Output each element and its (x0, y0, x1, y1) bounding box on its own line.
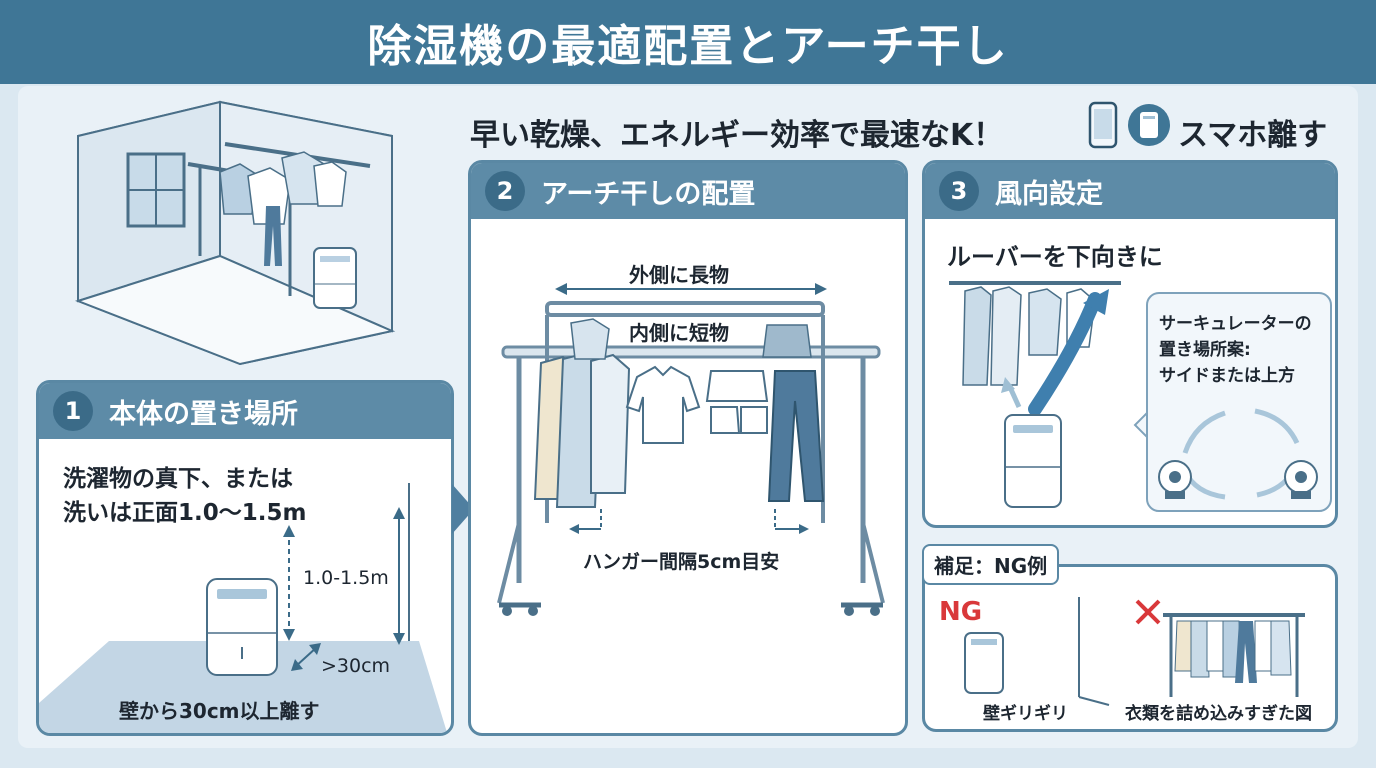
long-garment-icon (533, 351, 631, 508)
section-3-number: 3 (939, 171, 979, 211)
dehumidifier-icon (964, 632, 1004, 694)
dehumidifier-icon (1004, 414, 1062, 508)
shirt-icon (625, 365, 701, 444)
page-header: 除湿機の最適配置とアーチ干し (0, 0, 1376, 84)
section-3-card: 3 風向設定 ルーバーを下向きに (922, 160, 1338, 528)
close-icon (1135, 599, 1161, 625)
section-1-header: 1 本体の置き場所 (39, 383, 451, 439)
crowded-rack-icon (1163, 613, 1305, 697)
section-2-card: 2 アーチ干しの配置 外側に長物 内側に短物 (468, 160, 908, 736)
wall-caption: 壁ギリギリ (983, 704, 1068, 724)
section-1-title: 本体の置き場所 (109, 398, 298, 430)
circulator-line2: 置き場所案: (1159, 340, 1251, 360)
distance-label: >30cm (321, 655, 391, 677)
circulator-line3: サイドまたは上方 (1159, 366, 1295, 386)
section-1-card: 1 本体の置き場所 洗濯物の真下、または 洗いは正面1.0〜1.5m 1.0-1… (36, 380, 454, 736)
pants-icon (762, 324, 825, 502)
dehumidifier-icon (1128, 104, 1170, 146)
page-title: 除湿機の最適配置とアーチ干し (367, 21, 1009, 72)
chevron-right-icon (452, 484, 474, 534)
louver-label: ルーバーを下向きに (947, 243, 1163, 271)
section-3-header: 3 風向設定 (925, 163, 1335, 219)
wall-note: 壁から30cm以上離す (119, 699, 320, 723)
arch-rack-diagram (497, 283, 885, 616)
ng-label: NG (939, 597, 983, 627)
airflow-diagram (949, 281, 1332, 512)
section-1-line2: 洗いは正面1.0〜1.5m (63, 500, 307, 526)
circulator-line1: サーキュレーターの (1159, 314, 1312, 334)
section-2-header: 2 アーチ干しの配置 (471, 163, 905, 219)
section-3-title: 風向設定 (995, 178, 1103, 210)
smartphone-icon (1088, 101, 1118, 149)
fan-icon (1158, 460, 1192, 499)
phone-note-label: スマホ離す (1178, 118, 1328, 153)
crowded-caption: 衣類を詰め込みすぎた図 (1125, 704, 1312, 724)
ng-title: 補足：NG例 (922, 544, 1060, 585)
window-icon (126, 152, 186, 228)
short-garment-icon (570, 318, 769, 434)
inner-label: 内側に短物 (629, 321, 729, 345)
ng-card: NG 壁ギリギリ 衣類を詰め込みすぎた図 (922, 564, 1338, 732)
dehumidifier-icon (313, 247, 357, 309)
tagline: 早い乾燥、エネルギー効率で最速なK！ (470, 118, 1004, 153)
section-2-number: 2 (485, 171, 525, 211)
height-label: 1.0-1.5m (303, 567, 389, 589)
section-2-title: アーチ干しの配置 (541, 178, 756, 210)
room-illustration (74, 100, 396, 366)
section-1-line1: 洗濯物の真下、または (63, 466, 293, 492)
spacing-label: ハンガー間隔5cm目安 (583, 551, 780, 573)
section-1-number: 1 (53, 391, 93, 431)
clothes-rack-icon (187, 142, 371, 296)
dehumidifier-icon (206, 578, 278, 676)
ng-diagram (964, 597, 1305, 706)
fan-icon (1284, 460, 1318, 499)
outer-label: 外側に長物 (629, 263, 729, 287)
placement-diagram (39, 483, 448, 733)
